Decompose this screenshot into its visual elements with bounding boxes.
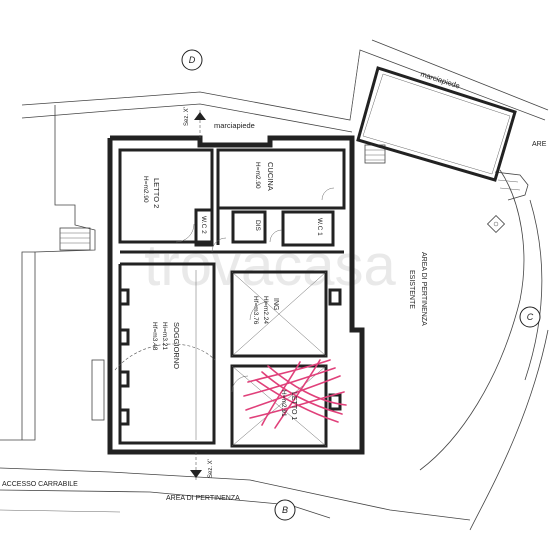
label-marciapiede-main: marciapiede bbox=[214, 121, 255, 130]
room-letto1: LETTO 1 H=m2.91 bbox=[280, 390, 297, 420]
top-right-structure bbox=[356, 66, 517, 182]
section-marker-top: Sez. X' bbox=[184, 107, 206, 138]
site-context-lines bbox=[0, 39, 549, 531]
svg-text:Sez. X': Sez. X' bbox=[184, 107, 190, 126]
room-letto2: LETTO 2 H=m2.90 bbox=[142, 176, 161, 208]
svg-text:D: D bbox=[189, 55, 196, 65]
svg-text:C: C bbox=[527, 312, 534, 322]
svg-text:W.C 1: W.C 1 bbox=[316, 218, 323, 236]
marker-b: B bbox=[274, 499, 296, 521]
label-accesso-carrabile: ACCESSO CARRABILE bbox=[2, 481, 78, 488]
room-ing: ING Hi=m2.24 Hf=m3.76 bbox=[252, 296, 279, 325]
marker-d: D bbox=[181, 49, 203, 71]
svg-text:H=m2.91: H=m2.91 bbox=[280, 390, 287, 417]
label-area-pertinenza-esistente-2: ESISTENTE bbox=[408, 270, 415, 309]
svg-text:H=m2.90: H=m2.90 bbox=[142, 176, 149, 203]
svg-text:Hi=m3.21: Hi=m3.21 bbox=[161, 322, 168, 350]
room-diagonals bbox=[231, 271, 327, 447]
svg-text:LETTO 2: LETTO 2 bbox=[152, 178, 161, 208]
svg-text:H=m2.90: H=m2.90 bbox=[254, 162, 261, 189]
label-area-right-top: ARE bbox=[532, 141, 547, 148]
marker-c: C bbox=[519, 306, 541, 328]
section-marker-bottom: Sez. X' bbox=[190, 452, 214, 480]
svg-text:SOGGIORNO: SOGGIORNO bbox=[172, 322, 181, 369]
svg-text:Hf=m3.48: Hf=m3.48 bbox=[151, 322, 158, 351]
label-area-pertinenza-esistente-1: AREA DI PERTINENZA bbox=[420, 252, 427, 326]
svg-text:ING: ING bbox=[272, 298, 279, 310]
pink-cross-out bbox=[243, 359, 347, 429]
room-soggiorno: SOGGIORNO Hi=m3.21 Hf=m3.48 bbox=[151, 322, 181, 369]
main-building bbox=[107, 135, 365, 455]
svg-text:Hf=m3.76: Hf=m3.76 bbox=[252, 296, 259, 325]
svg-text:W.C 2: W.C 2 bbox=[200, 216, 207, 234]
room-dis: DIS bbox=[254, 220, 261, 232]
svg-text:B: B bbox=[282, 505, 288, 515]
svg-text:CUCINA: CUCINA bbox=[266, 162, 275, 191]
room-wc2: W.C 2 bbox=[200, 216, 207, 234]
svg-text:DIS: DIS bbox=[254, 220, 261, 232]
label-area-pertinenza-bottom: AREA DI PERTINENZA bbox=[166, 495, 240, 502]
room-wc1: W.C 1 bbox=[316, 218, 323, 236]
svg-text:LETTO 1: LETTO 1 bbox=[290, 392, 297, 420]
room-cucina: CUCINA H=m2.90 bbox=[254, 162, 275, 191]
svg-text:Hi=m2.24: Hi=m2.24 bbox=[262, 296, 269, 324]
svg-text:Sez. X': Sez. X' bbox=[208, 459, 214, 478]
